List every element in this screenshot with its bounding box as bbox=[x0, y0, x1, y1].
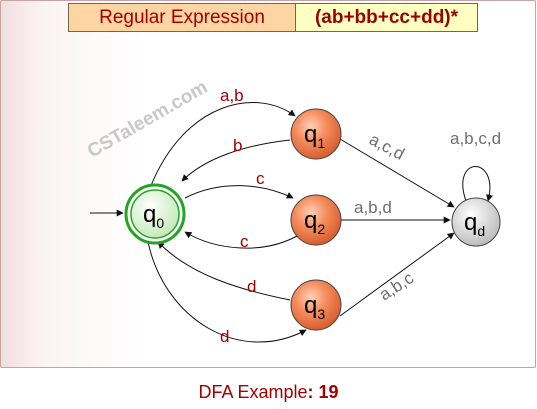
state-q2: q2 bbox=[290, 194, 342, 246]
label-q3-q0: d bbox=[247, 277, 256, 296]
diagram-panel bbox=[0, 0, 536, 368]
caption-prefix: DFA Example bbox=[198, 382, 308, 402]
edge-q0-q3 bbox=[147, 241, 307, 343]
state-q0: q0 bbox=[124, 183, 186, 245]
label-qd-self: a,b,c,d bbox=[450, 129, 501, 148]
dfa-diagram: CSTaleem.com a,b b c c d d a,c,d a,b,d a… bbox=[84, 77, 501, 346]
state-q1-sub: 1 bbox=[317, 135, 325, 151]
edge-q1-q0 bbox=[181, 139, 291, 182]
state-q1-label: q bbox=[304, 121, 317, 148]
edge-q1-qd bbox=[339, 138, 455, 208]
svg-text:qd: qd bbox=[464, 209, 485, 239]
edge-q3-q0 bbox=[157, 241, 291, 301]
state-q2-label: q bbox=[304, 207, 317, 234]
state-qd: qd bbox=[451, 197, 501, 247]
state-qd-sub: d bbox=[477, 223, 485, 239]
edge-q3-qd bbox=[339, 232, 455, 317]
label-q2-q0: c bbox=[240, 232, 249, 251]
edge-q2-q0 bbox=[184, 231, 298, 249]
watermark: CSTaleem.com bbox=[84, 77, 211, 163]
label-q1-q0: b bbox=[233, 136, 242, 155]
state-qd-label: q bbox=[464, 209, 477, 236]
state-q3: q3 bbox=[290, 279, 342, 331]
state-q0-sub: 0 bbox=[156, 215, 164, 231]
state-q3-label: q bbox=[304, 292, 317, 319]
state-q2-sub: 2 bbox=[317, 221, 325, 237]
label-q0-q3: d bbox=[220, 327, 229, 346]
label-q0-q1: a,b bbox=[220, 86, 244, 105]
svg-text:q1: q1 bbox=[304, 121, 325, 151]
diagram-caption: DFA Example: 19 bbox=[0, 382, 537, 403]
svg-text:q3: q3 bbox=[304, 292, 325, 322]
state-q3-sub: 3 bbox=[317, 306, 325, 322]
caption-separator: : bbox=[307, 382, 319, 402]
state-q1: q1 bbox=[290, 108, 342, 160]
regex-expression: (ab+bb+cc+dd)* bbox=[295, 3, 478, 32]
regex-header-label: Regular Expression bbox=[68, 3, 296, 32]
edge-q0-q1 bbox=[149, 102, 296, 189]
label-q3-qd: a,b,c bbox=[376, 268, 418, 304]
state-q0-label: q bbox=[143, 201, 156, 228]
edge-q0-q2 bbox=[184, 185, 294, 199]
caption-number: 19 bbox=[318, 382, 339, 402]
svg-text:q0: q0 bbox=[143, 201, 164, 231]
label-q0-q2: c bbox=[256, 169, 265, 188]
edge-qd-self bbox=[462, 166, 493, 202]
svg-text:q2: q2 bbox=[304, 207, 325, 237]
label-q2-qd: a,b,d bbox=[354, 198, 392, 217]
